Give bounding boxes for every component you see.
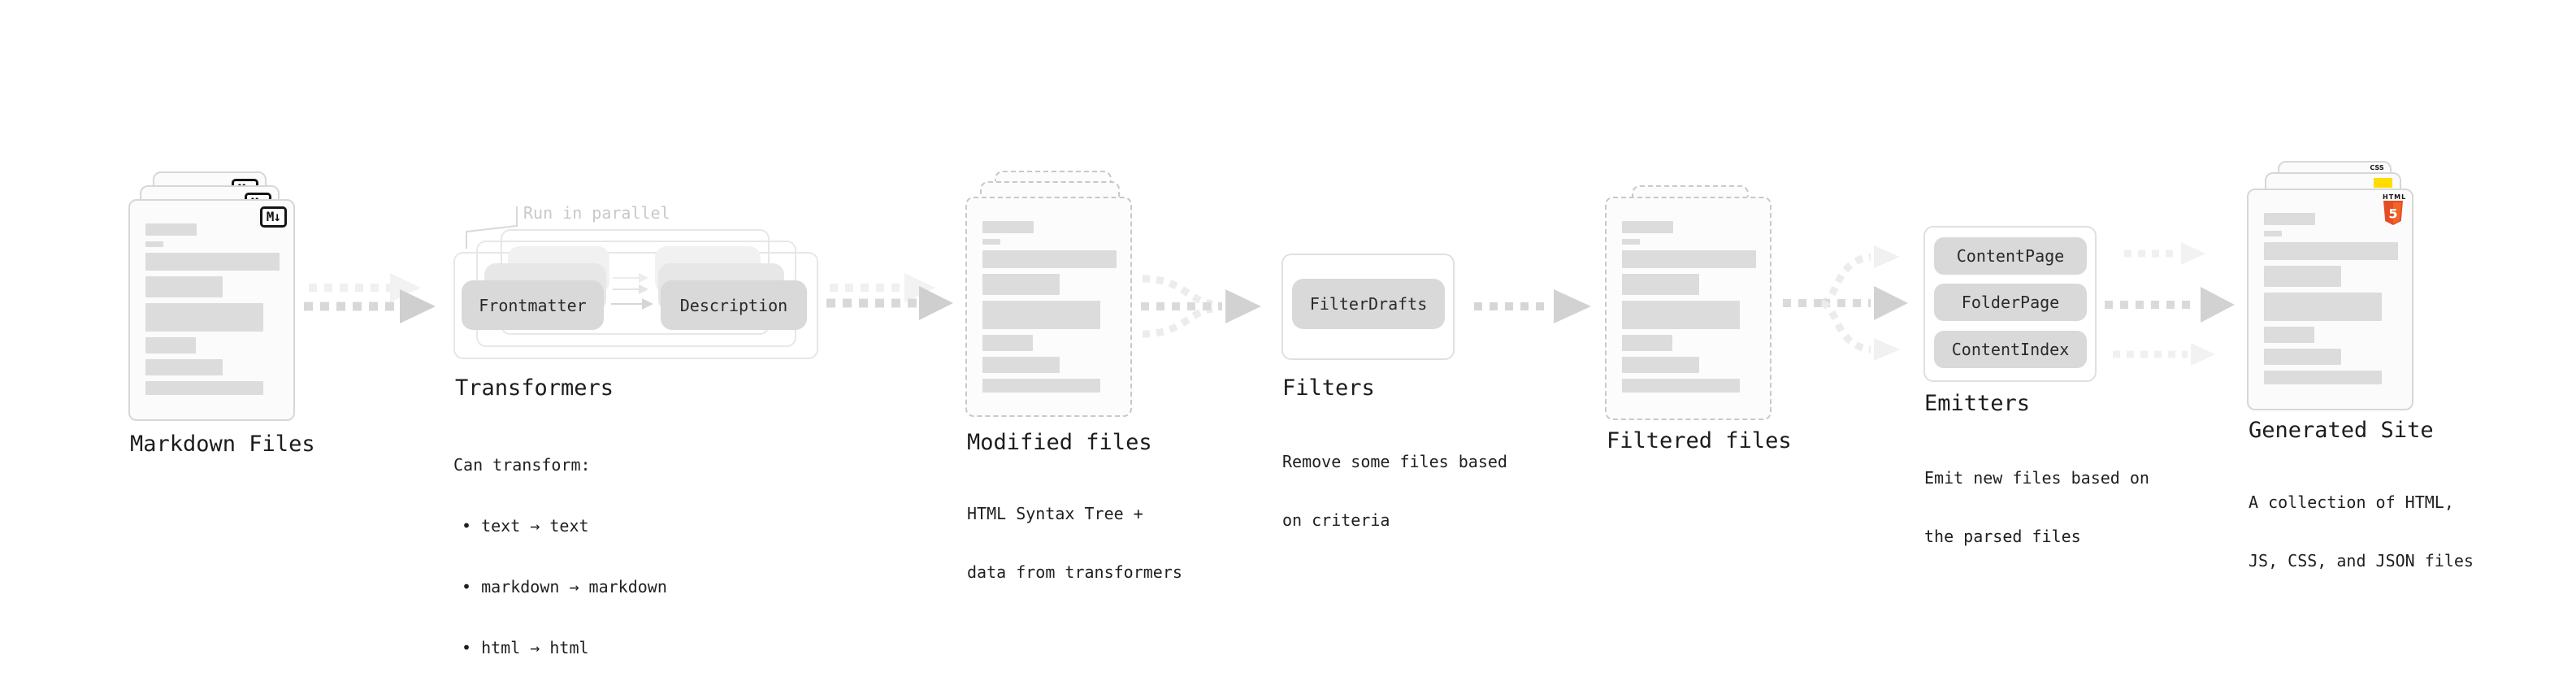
run-in-parallel-label: Run in parallel [523, 203, 670, 223]
flow-arrow-fork-to-emitters [1783, 245, 1908, 361]
js-file-icon [2374, 178, 2392, 188]
description-line: data from transformers [967, 562, 1182, 582]
text-line-placeholder [2264, 293, 2382, 321]
description-pill: Description [661, 280, 807, 330]
text-line-placeholder [2264, 349, 2341, 365]
frontmatter-pill: Frontmatter [462, 280, 604, 330]
folderpage-pill: FolderPage [1934, 284, 2087, 321]
filters-description: Remove some files based on criteria [1282, 413, 1507, 569]
flow-arrow-merge-to-filters [1141, 275, 1261, 338]
contentindex-pill: ContentIndex [1934, 331, 2087, 368]
flow-arrows-emitters-to-site [2105, 242, 2235, 366]
stage-title-filtered-files: Filtered files [1607, 428, 1792, 453]
stage-title-emitters: Emitters [1924, 391, 2031, 416]
stage-title-markdown-files: Markdown Files [130, 432, 315, 457]
text-line-placeholder [982, 335, 1033, 351]
transformers-bullet: • html → html [462, 638, 589, 657]
description-line: JS, CSS, and JSON files [2249, 551, 2474, 570]
document-content-placeholder [2264, 213, 2400, 384]
emitters-description: Emit new files based on the parsed files [1924, 429, 2149, 585]
html5-file-icon: HTML 5 [2383, 193, 2407, 228]
description-line: HTML Syntax Tree + [967, 504, 1143, 523]
text-line-placeholder [982, 221, 1034, 233]
description-line: Emit new files based on [1924, 468, 2149, 488]
filtered-file-card-front [1605, 197, 1772, 420]
text-line-placeholder [2264, 231, 2282, 236]
text-line-placeholder [1622, 221, 1673, 233]
markdown-icon: M↓ [259, 206, 287, 228]
flow-arrow-markdown-to-transformers [304, 273, 436, 323]
stage-title-modified-files: Modified files [967, 430, 1152, 455]
text-line-placeholder [982, 357, 1060, 373]
description-line: on criteria [1282, 510, 1390, 530]
text-line-placeholder [145, 223, 197, 236]
contentpage-pill: ContentPage [1934, 237, 2087, 275]
transformers-description: Can transform: • text → text • markdown … [453, 414, 667, 681]
text-line-placeholder [2264, 242, 2398, 260]
text-line-placeholder [145, 276, 223, 297]
html5-shield-icon: 5 [2383, 201, 2403, 225]
text-line-placeholder [1622, 301, 1740, 329]
text-line-placeholder [2264, 327, 2314, 343]
parallel-arrows-icon [611, 273, 653, 310]
svg-text:5: 5 [2388, 206, 2397, 222]
text-line-placeholder [1622, 239, 1640, 245]
filterdrafts-pill: FilterDrafts [1292, 279, 1445, 329]
text-line-placeholder [145, 241, 163, 247]
modified-file-card-front [965, 197, 1132, 417]
text-line-placeholder [1622, 357, 1699, 373]
text-line-placeholder [2264, 371, 2382, 384]
html5-icon-label: HTML [2383, 193, 2407, 201]
stage-title-generated-site: Generated Site [2249, 418, 2434, 443]
text-line-placeholder [1622, 274, 1699, 295]
markdown-file-card-front: M↓ [128, 199, 295, 421]
flow-arrow-transformers-to-modified [826, 273, 953, 320]
transformers-bullet: • text → text [462, 516, 589, 536]
text-line-placeholder [982, 250, 1117, 268]
text-line-placeholder [982, 301, 1100, 329]
text-line-placeholder [982, 239, 1000, 245]
text-line-placeholder [145, 303, 263, 332]
text-line-placeholder [145, 381, 263, 395]
text-line-placeholder [1622, 250, 1756, 268]
modified-files-description: HTML Syntax Tree + data from transformer… [967, 465, 1182, 621]
transformer-box-front [453, 252, 818, 359]
transformers-subtitle: Can transform: [453, 455, 591, 475]
document-content-placeholder [1622, 221, 1759, 393]
text-line-placeholder [145, 359, 223, 375]
text-line-placeholder [982, 379, 1100, 393]
description-line: Remove some files based [1282, 452, 1507, 471]
annotation-callout-line [466, 206, 518, 249]
stage-title-transformers: Transformers [455, 375, 614, 401]
document-content-placeholder [982, 221, 1119, 393]
text-line-placeholder [2264, 266, 2341, 287]
flow-arrow-filters-to-filtered [1474, 289, 1591, 323]
site-file-card-html: HTML 5 [2247, 189, 2413, 410]
document-content-placeholder [145, 223, 282, 395]
text-line-placeholder [1622, 379, 1740, 393]
transformers-bullet: • markdown → markdown [462, 577, 667, 596]
text-line-placeholder [2264, 213, 2315, 225]
generated-site-description: A collection of HTML, JS, CSS, and JSON … [2249, 453, 2474, 609]
text-line-placeholder [145, 253, 280, 271]
css-icon-label: CSS [2370, 164, 2384, 171]
text-line-placeholder [1622, 335, 1672, 351]
stage-title-filters: Filters [1282, 375, 1375, 401]
text-line-placeholder [145, 337, 196, 354]
text-line-placeholder [982, 274, 1060, 295]
description-line: A collection of HTML, [2249, 492, 2454, 512]
description-line: the parsed files [1924, 527, 2081, 546]
